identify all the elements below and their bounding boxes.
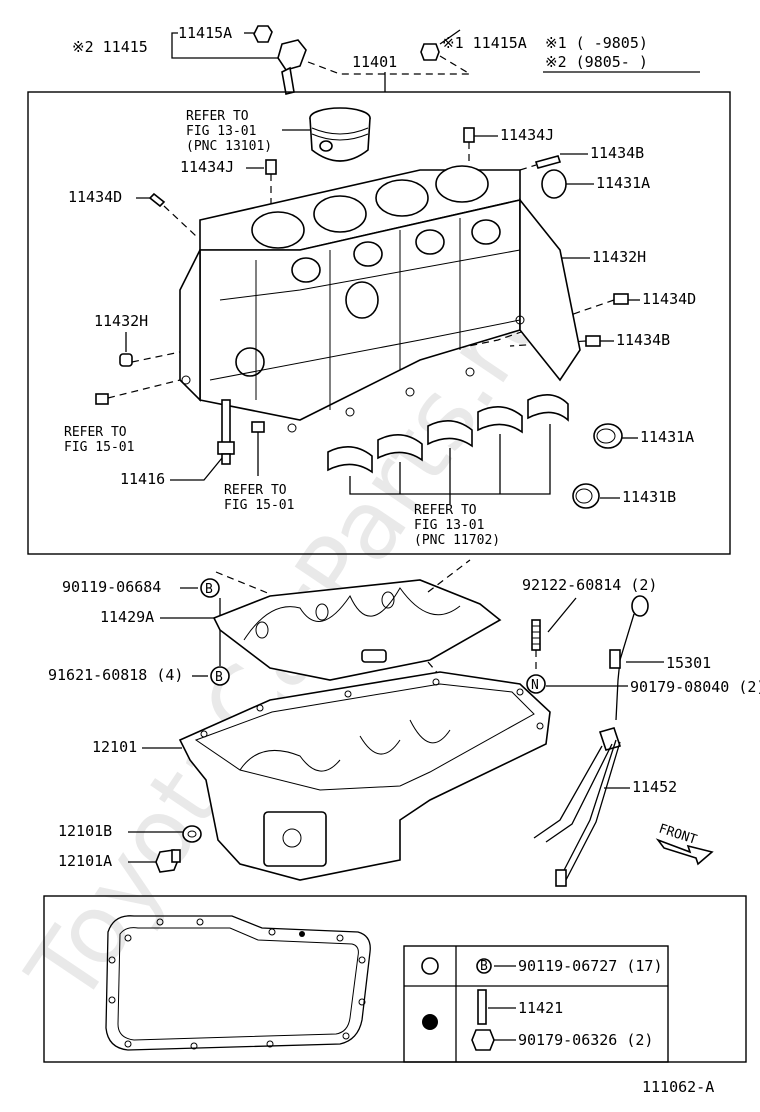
bolt-marker-bottom-label: B [215, 670, 223, 685]
legend-stud-icon [477, 989, 487, 1025]
label-11434B-right[interactable]: 11434B [616, 331, 670, 349]
label-92122[interactable]: 92122-60814 (2) [522, 576, 657, 594]
oil-pressure-switch[interactable] [277, 39, 307, 71]
ref-bearing-line1: REFER TO [414, 503, 477, 518]
legend-nut-icon [471, 1029, 495, 1051]
legend-table: B [403, 945, 669, 1063]
nut-marker [526, 674, 546, 694]
ref-piston-line3: (PNC 13101) [186, 139, 272, 154]
note-1: ※1 ( -9805) [545, 34, 648, 52]
bolt-marker-top-label: B [205, 582, 213, 597]
ref-fig15-left-line1: REFER TO [64, 425, 127, 440]
plug-11431B[interactable] [572, 483, 600, 509]
bolt-marker-bottom [210, 666, 230, 686]
legend-row1[interactable]: 90119-06727 (17) [518, 957, 663, 975]
label-11452[interactable]: 11452 [632, 778, 677, 796]
label-12101B[interactable]: 12101B [58, 822, 112, 840]
label-11434J-right[interactable]: 11434J [500, 126, 554, 144]
legend-row2[interactable]: 11421 [518, 999, 563, 1017]
ref-fig15-mid-line1: REFER TO [224, 483, 287, 498]
crank-bearings[interactable] [327, 394, 569, 474]
label-15301[interactable]: 15301 [666, 654, 711, 672]
plug-11432H-left[interactable] [119, 353, 133, 367]
label-11415A-right[interactable]: ※1 11415A [442, 34, 527, 52]
label-11434D-left[interactable]: 11434D [68, 188, 122, 206]
dipstick-15301[interactable] [609, 595, 649, 721]
gasket-frame [43, 895, 747, 1063]
nut-marker-label: N [531, 678, 539, 693]
figure-id: 111062-A [642, 1078, 714, 1096]
label-11432H-left[interactable]: 11432H [94, 312, 148, 330]
label-11401[interactable]: 11401 [352, 53, 397, 71]
ref-piston-line2: FIG 13-01 [186, 124, 256, 139]
bolt-marker-top [200, 578, 220, 598]
plug-11415A-right[interactable] [420, 43, 440, 61]
label-91621[interactable]: 91621-60818 (4) [48, 666, 183, 684]
dipstick-guide-11452[interactable] [533, 727, 622, 887]
ref-piston-line1: REFER TO [186, 109, 249, 124]
dowel-11434J-left[interactable] [265, 159, 277, 175]
ref-bearing-line3: (PNC 11702) [414, 533, 500, 548]
dowel-lower-left[interactable] [95, 393, 109, 405]
pin-11434D-right[interactable] [613, 293, 629, 305]
gasket-12101B[interactable] [182, 825, 202, 843]
plug-11431A-bottom[interactable] [593, 423, 623, 449]
note-2: ※2 (9805- ) [545, 53, 648, 71]
label-11431B[interactable]: 11431B [622, 488, 676, 506]
block-frame [27, 91, 731, 555]
dowel-11434J[interactable] [463, 127, 475, 143]
label-11434D-right[interactable]: 11434D [642, 290, 696, 308]
legend-row3[interactable]: 90179-06326 (2) [518, 1031, 653, 1049]
label-11416[interactable]: 11416 [120, 470, 165, 488]
legend-bolt-marker: B [480, 959, 488, 974]
cylinder-block-11401[interactable] [179, 165, 581, 433]
label-11434J-left[interactable]: 11434J [180, 158, 234, 176]
label-90119-06684[interactable]: 90119-06684 [62, 578, 161, 596]
ref-bearing-line2: FIG 13-01 [414, 518, 484, 533]
label-11432H-right[interactable]: 11432H [592, 248, 646, 266]
piston[interactable] [309, 107, 371, 162]
dowel-middle[interactable] [251, 421, 265, 433]
label-12101[interactable]: 12101 [92, 738, 137, 756]
oil-jet-11416[interactable] [217, 399, 235, 465]
label-11415[interactable]: ※2 11415 [72, 38, 148, 56]
pin-11434B[interactable] [534, 155, 562, 169]
stud-92122[interactable] [531, 619, 541, 651]
label-12101A[interactable]: 12101A [58, 852, 112, 870]
oil-pan-12101[interactable] [178, 671, 551, 881]
baffle-plate-11429A[interactable] [212, 579, 502, 681]
plug-11415A[interactable] [253, 25, 273, 43]
drain-plug-12101A[interactable] [155, 849, 181, 873]
label-11431A-top[interactable]: 11431A [596, 174, 650, 192]
plug-11431A[interactable] [541, 169, 567, 199]
label-90179-08040[interactable]: 90179-08040 (2) [630, 678, 760, 696]
ref-fig15-mid-line2: FIG 15-01 [224, 498, 294, 513]
ref-fig15-left-line2: FIG 15-01 [64, 440, 134, 455]
label-11434B-top[interactable]: 11434B [590, 144, 644, 162]
label-11415A-top[interactable]: 11415A [178, 24, 232, 42]
pin-11434D[interactable] [148, 192, 166, 208]
front-arrow-icon [655, 838, 714, 866]
sealant-outline[interactable] [105, 915, 371, 1051]
pin-11434B-right[interactable] [585, 335, 601, 347]
label-11431A-bottom[interactable]: 11431A [640, 428, 694, 446]
label-11429A[interactable]: 11429A [100, 608, 154, 626]
